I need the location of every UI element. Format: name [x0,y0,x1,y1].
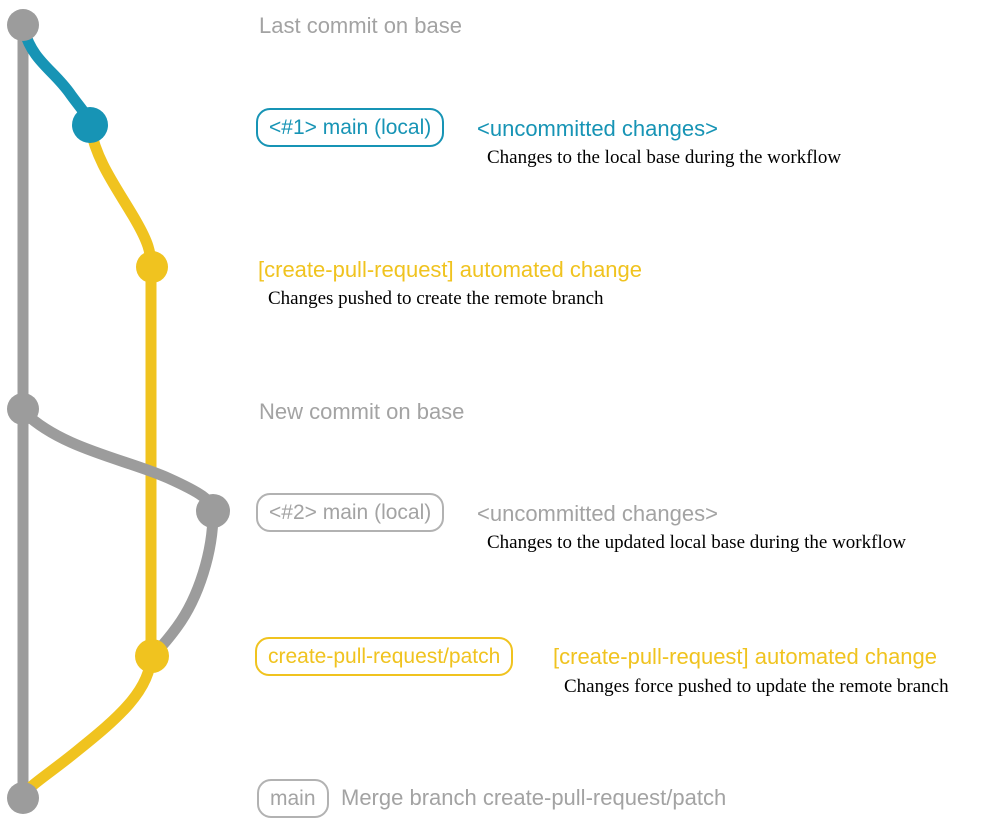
commit-message-uncommitted-1: <uncommitted changes> [477,116,718,141]
description-uncommitted-1: Changes to the local base during the wor… [487,147,842,168]
commit-message-automated-1: [create-pull-request] automated change [258,257,643,282]
commit-message-automated-2: [create-pull-request] automated change [553,644,938,669]
description-uncommitted-2: Changes to the updated local base during… [487,532,906,553]
branch-badge-main-local-1: <#1> main (local) [256,108,445,147]
annotation-last-commit: Last commit on base [259,13,462,38]
commit-node-remote-2 [135,639,169,673]
local-main-branch-line-1 [18,24,96,129]
branch-badge-main-local-2: <#2> main (local) [256,493,445,532]
description-automated-2: Changes force pushed to update the remot… [564,676,949,697]
commit-node-local-2 [196,494,230,528]
local-main-branch-line-2 [19,407,219,660]
commit-node-base-2 [7,393,39,425]
branch-badge-patch: create-pull-request/patch [255,637,514,676]
commit-node-base-1 [7,9,39,41]
description-automated-1: Changes pushed to create the remote bran… [268,288,604,309]
branch-badge-main: main [257,779,329,818]
commit-graph [7,9,230,814]
annotation-new-commit: New commit on base [259,399,465,424]
commit-message-uncommitted-2: <uncommitted changes> [477,501,718,526]
commit-node-local-1 [72,107,108,143]
commit-node-merge [7,782,39,814]
commit-node-remote-1 [136,251,168,283]
annotation-merge-commit: Merge branch create-pull-request/patch [341,785,727,810]
